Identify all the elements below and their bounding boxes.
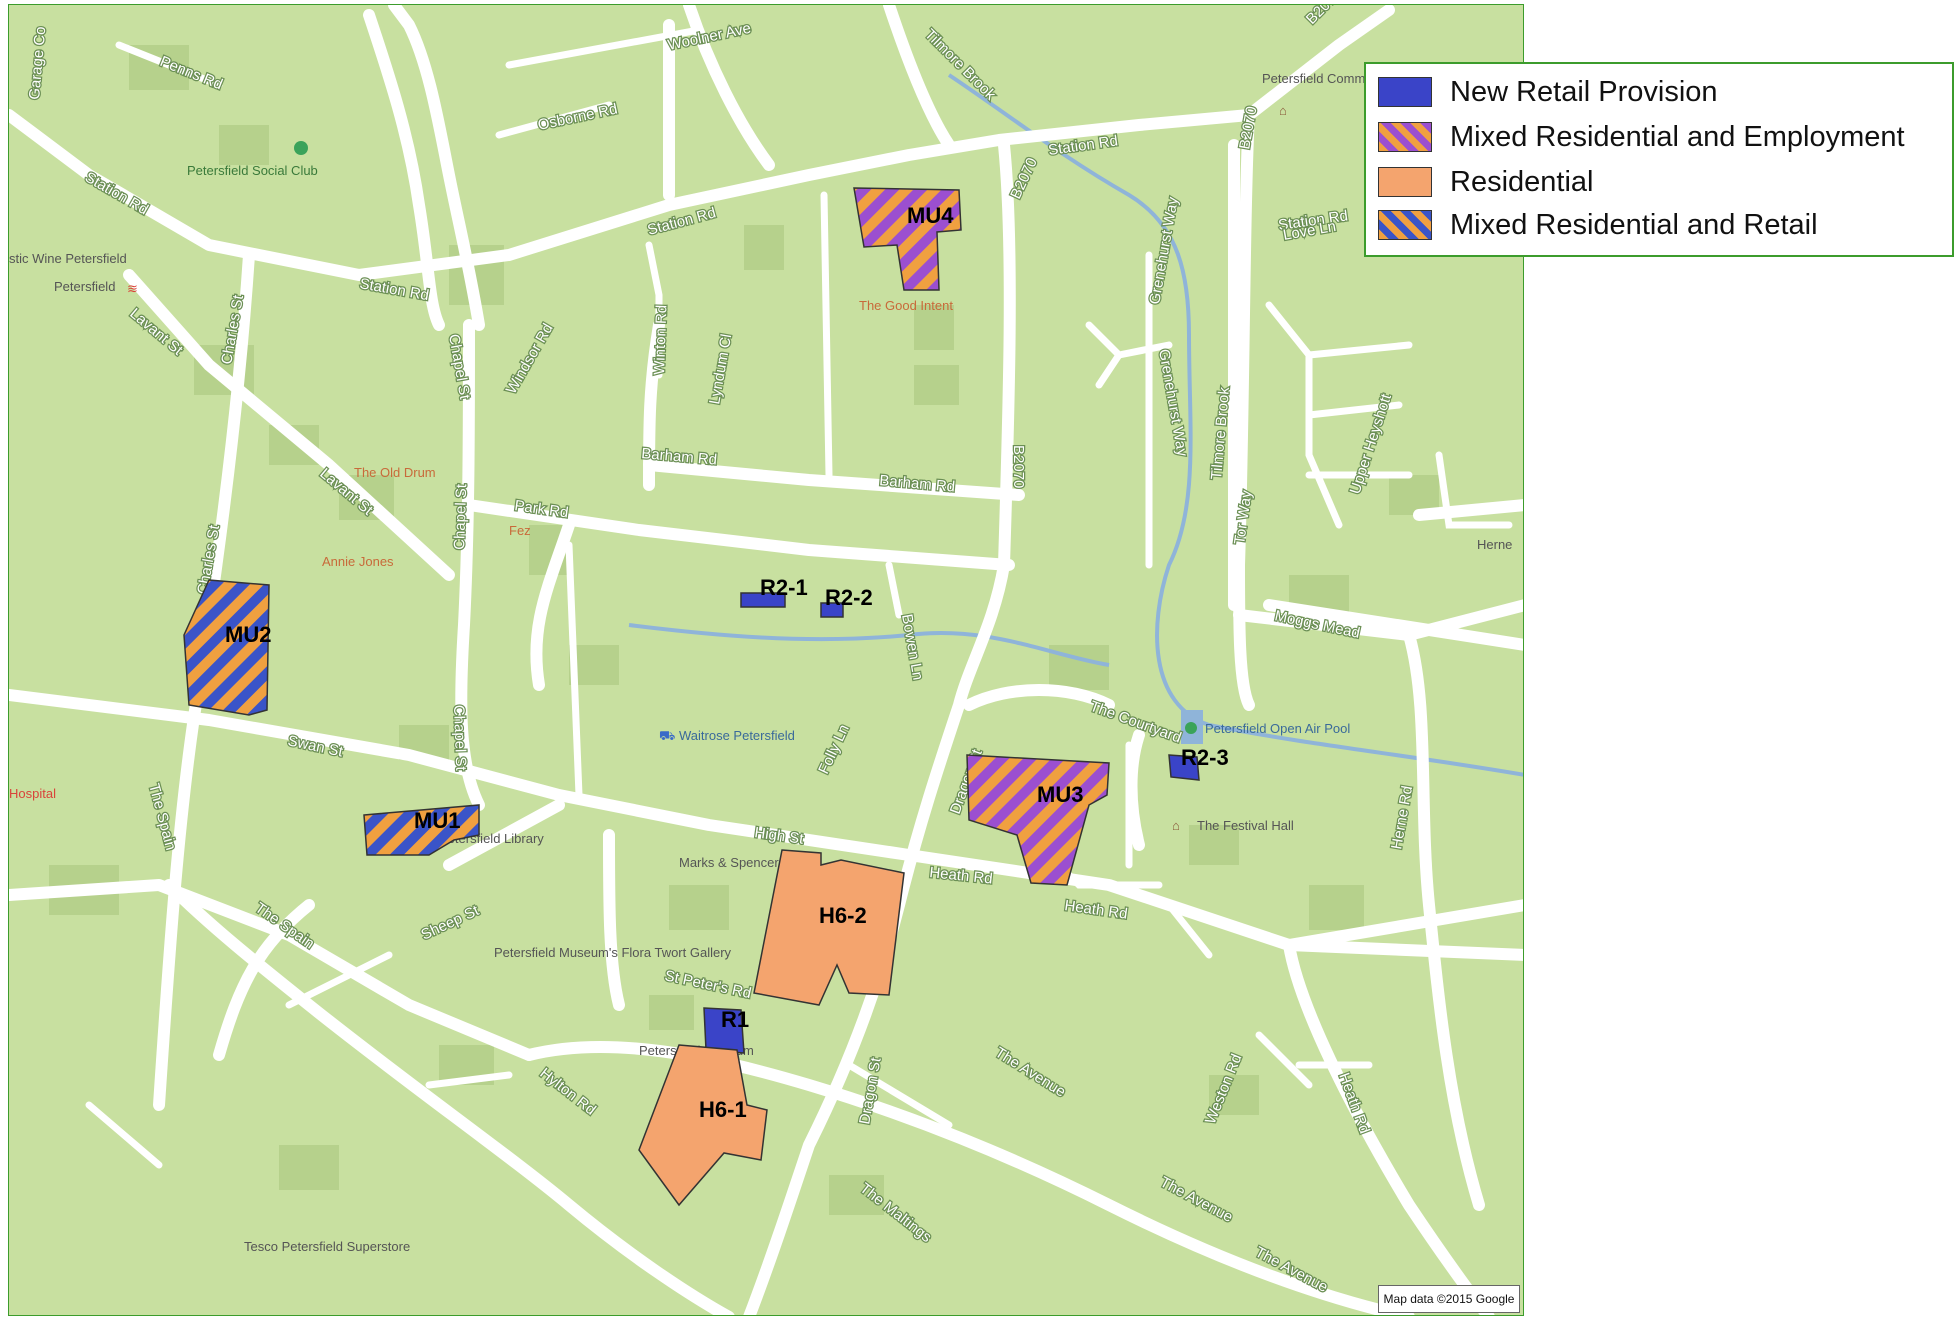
street-label: Herne Rd: [1388, 785, 1416, 851]
street-label: Barham Rd: [879, 472, 956, 496]
social-club-marker: [294, 141, 308, 155]
hospital-label: Hospital: [9, 786, 56, 801]
poi-label: Tesco Petersfield Superstore: [244, 1239, 410, 1254]
poi-label: Waitrose Petersfield: [679, 728, 795, 743]
map-attribution: Map data ©2015 Google: [1378, 1285, 1520, 1313]
site-label: MU2: [225, 622, 271, 647]
street-label: Station Rd: [82, 169, 151, 219]
poi-label: Petersfield: [54, 279, 115, 294]
poi-label: The Festival Hall: [1197, 818, 1294, 833]
site-mu4[interactable]: [853, 187, 962, 291]
poi-label: Annie Jones: [322, 554, 394, 569]
site-mu1[interactable]: [363, 804, 480, 856]
poi-label: Fez: [509, 523, 531, 538]
map-frame[interactable]: Penns Rd Woolner Ave Osborne Rd Station …: [8, 4, 1524, 1316]
site-mu2[interactable]: [183, 579, 270, 716]
site-label: R2-3: [1181, 745, 1229, 770]
street-label: Garage Co: [26, 26, 49, 101]
site-label: H6-1: [699, 1097, 747, 1122]
site-label: R2-2: [825, 585, 873, 610]
site-label: H6-2: [819, 903, 867, 928]
street-label: Heath Rd: [1063, 897, 1128, 923]
poi-label: Petersfield Museum's Flora Twort Gallery: [494, 945, 732, 960]
street-label: Chapel St: [451, 483, 470, 550]
legend-item-mixed-employment: Mixed Residential and Employment: [1378, 118, 1905, 156]
legend-swatch-mixed-retail: [1378, 210, 1432, 240]
street-label: Osborne Rd: [536, 100, 619, 133]
building-blocks: [49, 45, 1439, 1215]
site-r2-2[interactable]: [820, 602, 844, 618]
legend-item-mixed-retail: Mixed Residential and Retail: [1378, 206, 1818, 244]
street-label: Folly Ln: [815, 722, 853, 777]
street-label: High St: [753, 824, 805, 848]
house-icon: ⌂: [1279, 103, 1287, 118]
legend-swatch-residential: [1378, 167, 1432, 197]
street-label: Winton Rd: [651, 305, 670, 376]
street-label: Dragon St: [856, 1055, 885, 1125]
poi-label: Petersfield Open Air Pool: [1205, 721, 1350, 736]
street-label: Bowen Ln: [898, 613, 926, 682]
legend-item-residential: Residential: [1378, 163, 1593, 201]
legend-label: New Retail Provision: [1450, 75, 1718, 108]
poi-label: Marks & Spencer: [679, 855, 779, 870]
poi-label: Petersfield Social Club: [187, 163, 318, 178]
street-label: Sheep St: [419, 902, 483, 944]
street-label: Station Rd: [358, 275, 430, 304]
points-of-interest: Petersfield Social Club Petersfield Comm…: [9, 71, 1435, 1254]
planning-sites[interactable]: [183, 187, 1200, 1207]
street-label: The Avenue: [992, 1044, 1069, 1101]
major-roads: [9, 5, 1523, 1315]
site-label: MU4: [907, 203, 954, 228]
site-label: MU1: [414, 808, 460, 833]
legend-label: Mixed Residential and Retail: [1450, 208, 1818, 241]
street-label: Heath Rd: [1335, 1071, 1373, 1136]
street-label: Hylton Rd: [537, 1065, 599, 1119]
street-label: The Avenue: [1157, 1174, 1235, 1226]
street-label: Grenehurst Way: [1155, 348, 1191, 458]
cart-icon: ⛟: [659, 728, 675, 743]
street-label: Lyndum Cl: [706, 333, 735, 406]
site-h6-2[interactable]: [753, 849, 905, 1006]
street-label: Windsor Rd: [503, 321, 557, 397]
minor-roads: [85, 26, 1513, 1169]
poi-label: The Good Intent: [859, 298, 953, 313]
site-label: MU3: [1037, 782, 1083, 807]
map-legend: New Retail Provision Mixed Residential a…: [1364, 62, 1954, 257]
theatre-icon: ⌂: [1172, 818, 1180, 833]
street-label: B2070: [1010, 445, 1027, 488]
site-mu3[interactable]: [966, 754, 1110, 886]
street-label: Chapel St: [450, 705, 469, 772]
map-canvas[interactable]: Penns Rd Woolner Ave Osborne Rd Station …: [9, 5, 1524, 1316]
site-r2-1[interactable]: [740, 592, 786, 608]
legend-label: Mixed Residential and Employment: [1450, 120, 1905, 153]
pool-marker: [1185, 722, 1197, 734]
site-label: R2-1: [760, 575, 808, 600]
legend-swatch-mixed-employment: [1378, 122, 1432, 152]
rail-icon: ≋: [127, 281, 138, 296]
legend-label: Residential: [1450, 165, 1594, 198]
site-label: R1: [721, 1007, 749, 1032]
legend-item-retail: New Retail Provision: [1378, 73, 1718, 111]
site-r1[interactable]: [703, 1007, 745, 1054]
water-features: [628, 73, 1523, 777]
site-labels: MU4 MU2 MU1 MU3 R2-1 R2-2 R2-3 R1 H6-2 H…: [225, 203, 1229, 1122]
street-label: Tilmore Brook: [921, 26, 999, 104]
site-h6-1[interactable]: [638, 1044, 768, 1207]
street-label: B2070: [1303, 5, 1346, 28]
site-r2-3[interactable]: [1168, 754, 1200, 781]
poi-label: stic Wine Petersfield: [9, 251, 127, 266]
herne-label: Herne: [1477, 537, 1512, 552]
legend-swatch-retail: [1378, 77, 1432, 107]
street-label: The Spain: [145, 782, 179, 852]
poi-label: The Old Drum: [354, 465, 436, 480]
